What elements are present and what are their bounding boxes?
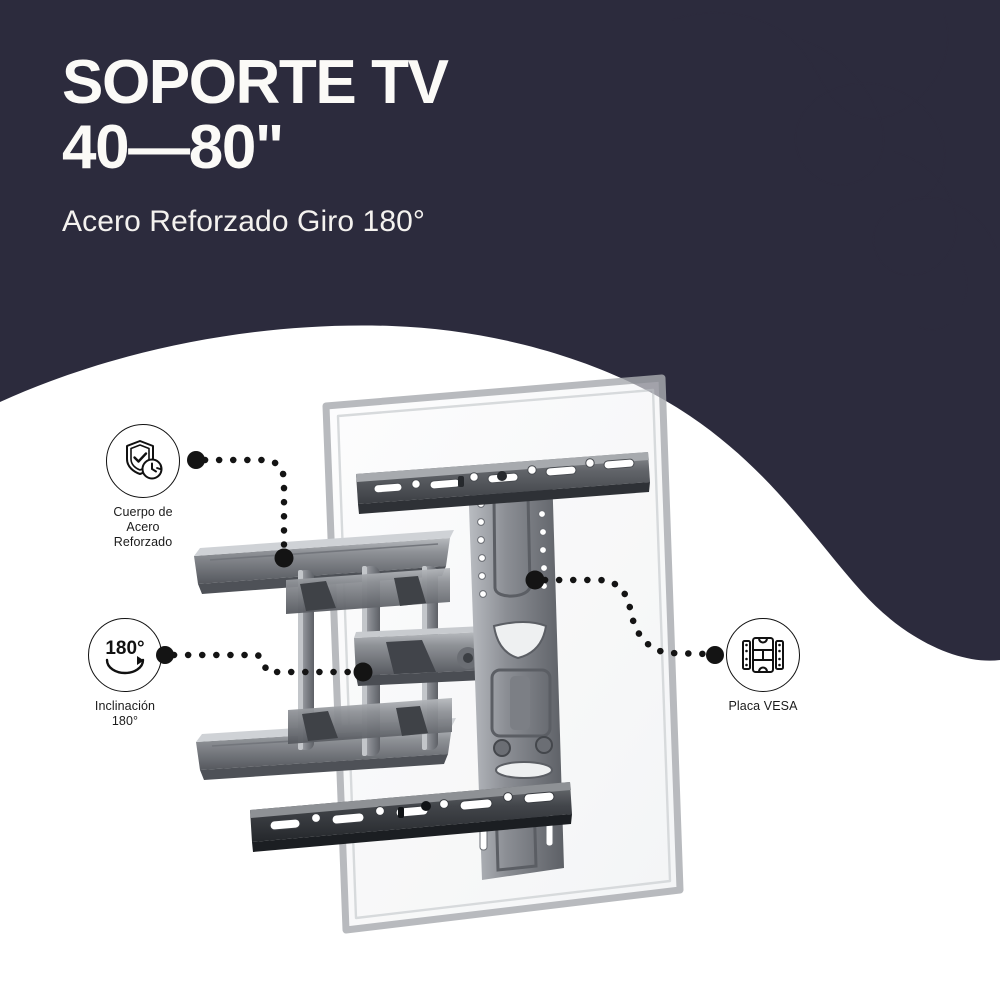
wave-line-3 — [872, 151, 997, 277]
rotation-180-degrees-icon: 180° — [105, 638, 145, 675]
badge-label-vesa-plate: Placa VESA — [728, 699, 798, 713]
wave-line-1 — [671, 11, 949, 120]
header-text-block: SOPORTE TV 40—80" Acero Reforzado Giro 1… — [62, 48, 702, 239]
badge-label-tilt-180: Inclinación 180° — [94, 699, 156, 728]
shield-check-clock-icon — [126, 440, 163, 480]
feature-badge-tilt-180[interactable]: 180° Inclinación 180° — [50, 618, 200, 729]
wave-line-2 — [794, 39, 946, 201]
bottom-mounting-rail — [250, 782, 572, 852]
wave-line-4 — [917, 229, 968, 331]
page-title-line-2: 40—80" — [62, 113, 284, 183]
badge-label-steel-body: Cuerpo de Acero Reforzado — [113, 505, 173, 549]
product-image-tv-wall-mount — [194, 374, 684, 934]
badge-circle-vesa-plate — [726, 618, 800, 692]
badge-circle-steel-body — [106, 424, 180, 498]
feature-badge-steel-body[interactable]: Cuerpo de Acero Reforzado — [68, 424, 218, 549]
vesa-plate-icon — [742, 637, 784, 673]
badge-circle-tilt-180: 180° — [88, 618, 162, 692]
page-subtitle: Acero Reforzado Giro 180° — [62, 204, 426, 238]
page-title-line-1: SOPORTE TV — [62, 48, 449, 117]
feature-badge-vesa-plate[interactable]: Placa VESA — [688, 618, 838, 714]
badge-icon-text-180: 180° — [105, 638, 144, 659]
